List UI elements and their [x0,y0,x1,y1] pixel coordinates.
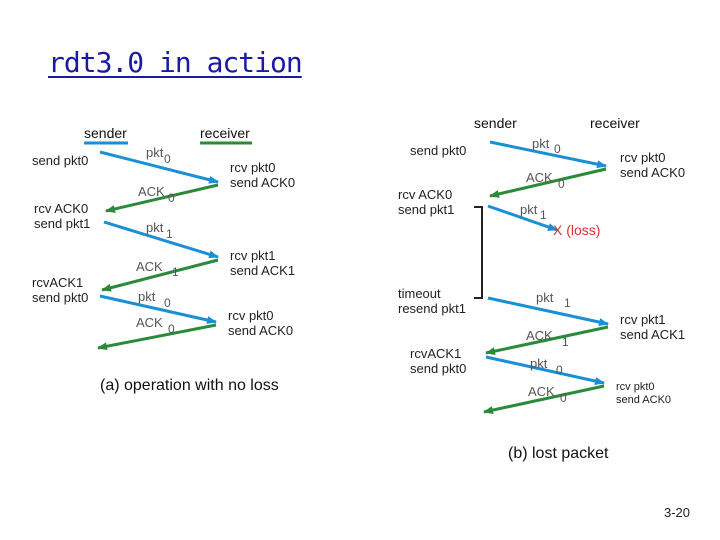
panel-b-message-label: ACK [526,170,553,185]
panel-a-sender-event: rcv ACK0 [34,201,88,216]
panel-b-message-label: ACK [528,384,555,399]
panel-b-message-num: 0 [560,391,567,405]
panel-a: sender receiver send pkt0 rcv ACK0 send … [32,125,295,394]
panel-b-message-label: ACK [526,328,553,343]
panel-a-pkt0b-arrow [99,294,217,324]
panel-b-sender-event: resend pkt1 [398,301,466,316]
panel-b-message-label: pkt [530,356,548,371]
panel-a-message-label: ACK [136,315,163,330]
panel-a-message-label: pkt [138,289,156,304]
panel-b-pkt1-resend-arrow [487,296,609,327]
panel-b-message-num: 1 [562,335,569,349]
panel-b-message-label: pkt [536,290,554,305]
panel-a-ack1-arrow [101,258,219,292]
panel-b-message-num: 1 [540,208,547,222]
panel-b-ack0b-arrow [483,384,605,415]
panel-b: sender receiver X (loss) send pkt0 rcv A… [398,115,685,462]
panel-a-message-num: 0 [164,296,171,310]
panel-a-sender-event: send pkt0 [32,290,88,305]
panel-b-caption: (b) lost packet [508,445,609,462]
panel-a-ack0b-arrow [97,323,217,351]
panel-b-receiver-event: rcv pkt0 [616,381,655,393]
panel-a-receiver-event: rcv pkt1 [230,248,276,263]
panel-a-receiver-event: send ACK0 [228,323,293,338]
panel-a-message-num: 0 [168,322,175,336]
panel-a-message-num: 0 [164,152,171,166]
panel-a-caption: (a) operation with no loss [100,377,279,394]
panel-a-pkt0-arrow [99,150,219,184]
panel-b-message-num: 0 [556,363,563,377]
panel-b-pkt0b-arrow [485,355,605,385]
panel-b-message-num: 0 [554,142,561,156]
panel-b-pkt0-arrow [489,140,607,169]
panel-a-message-label: pkt [146,145,164,160]
panel-a-receiver-event: send ACK1 [230,263,295,278]
panel-a-pkt1-arrow [103,220,219,259]
panel-b-sender-event: rcv ACK0 [398,187,452,202]
panel-b-receiver-event: rcv pkt0 [620,150,666,165]
panel-b-receiver-event: send ACK0 [616,394,671,406]
loss-marker: X (loss) [553,222,600,238]
panel-a-sender-event: send pkt1 [34,216,90,231]
panel-b-receiver-event: rcv pkt1 [620,312,666,327]
timeout-bracket [474,206,483,299]
panel-a-message-num: 0 [168,191,175,205]
panel-b-receiver-event: send ACK1 [620,327,685,342]
panel-b-message-num: 1 [564,296,571,310]
panel-b-sender-event: send pkt1 [398,202,454,217]
panel-b-sender-event: timeout [398,286,441,301]
panel-a-sender-event: send pkt0 [32,153,88,168]
panel-a-receiver-event: rcv pkt0 [228,308,274,323]
panel-a-message-num: 1 [172,265,179,279]
page-number: 3-20 [663,505,690,520]
panel-b-receiver-label: receiver [590,115,640,131]
panel-a-ack0-arrow [105,183,219,213]
panel-a-message-num: 1 [166,227,173,241]
panel-b-receiver-event: send ACK0 [620,165,685,180]
panel-b-pkt1-lost-arrow [487,204,558,232]
panel-b-ack1-arrow [485,325,609,356]
panel-a-receiver-event: send ACK0 [230,175,295,190]
panel-a-receiver-label: receiver [200,125,250,141]
panel-a-message-label: ACK [138,184,165,199]
slide-title: rdt3.0 in action [48,46,303,79]
panel-a-receiver-event: rcv pkt0 [230,160,276,175]
panel-b-message-label: pkt [532,136,550,151]
panel-b-sender-event: send pkt0 [410,361,466,376]
panel-a-sender-label: sender [84,125,127,141]
panel-b-ack0-arrow [489,167,607,198]
panel-a-sender-event: rcvACK1 [32,275,83,290]
panel-b-sender-event: rcvACK1 [410,346,461,361]
panel-a-message-label: pkt [146,220,164,235]
panel-b-sender-label: sender [474,115,517,131]
panel-a-message-label: ACK [136,259,163,274]
panel-b-sender-event: send pkt0 [410,143,466,158]
panel-b-message-label: pkt [520,202,538,217]
panel-b-message-num: 0 [558,177,565,191]
